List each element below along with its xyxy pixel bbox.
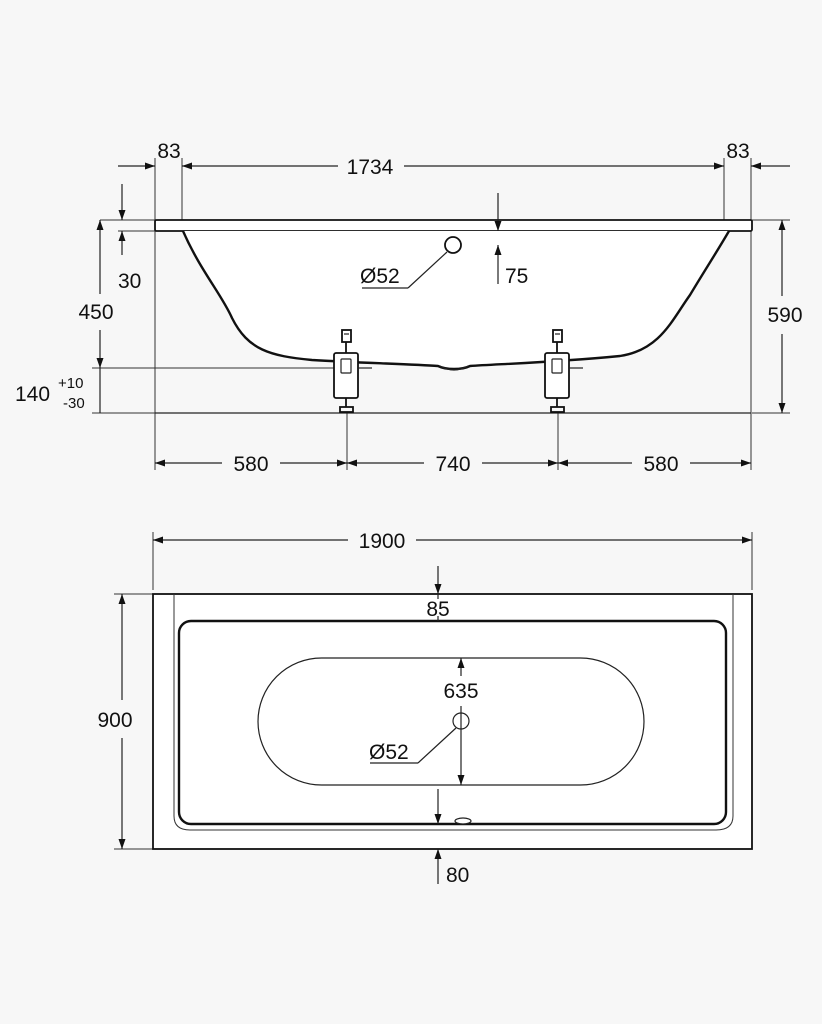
dim-top-rim-label: 85 <box>426 598 449 621</box>
dim-overflow-diameter-label: Ø52 <box>360 265 400 288</box>
top-dimension-lines <box>118 536 752 884</box>
dim-inner-length-label: 1734 <box>347 156 394 179</box>
dim-drain-diameter-label: Ø52 <box>369 741 409 764</box>
dim-leg-tolerance-minus: -30 <box>63 395 85 412</box>
bathtub-body <box>181 230 731 371</box>
right-leg <box>544 329 583 413</box>
top-view: 1900 900 85 635 Ø52 80 <box>97 530 753 887</box>
dim-leg-height-label: 140 <box>15 383 50 406</box>
dim-total-height-label: 590 <box>767 304 802 327</box>
overflow-slot <box>454 817 472 825</box>
top-basin <box>177 619 728 826</box>
dim-leg-tolerance-plus: +10 <box>58 375 83 392</box>
top-base-stadium <box>257 657 645 786</box>
top-rim-inner-edge <box>173 594 734 831</box>
dim-overflow-offset-label: 75 <box>505 265 528 288</box>
overflow-hole <box>444 236 462 254</box>
bathtub-rim <box>154 219 753 232</box>
dim-base-width-label: 635 <box>443 680 478 703</box>
dim-rim-thickness-label: 30 <box>118 270 141 293</box>
dim-bottom-rim-label: 80 <box>446 864 469 887</box>
dim-left-rim-label: 83 <box>157 140 180 163</box>
dim-depth-label: 450 <box>78 301 113 324</box>
side-view: 83 1734 83 30 Ø52 75 450 590 140 +10 -30… <box>15 140 803 476</box>
left-leg <box>333 329 372 413</box>
drain-bump <box>439 365 469 371</box>
dim-leg-spacing-label: 740 <box>435 453 470 476</box>
dim-total-width-label: 900 <box>97 709 132 732</box>
dim-total-length-label: 1900 <box>359 530 406 553</box>
dim-right-rim-label: 83 <box>726 140 749 163</box>
dim-leg-left-gap-label: 580 <box>233 453 268 476</box>
side-dimension-lines <box>96 162 790 467</box>
dim-leg-right-gap-label: 580 <box>643 453 678 476</box>
